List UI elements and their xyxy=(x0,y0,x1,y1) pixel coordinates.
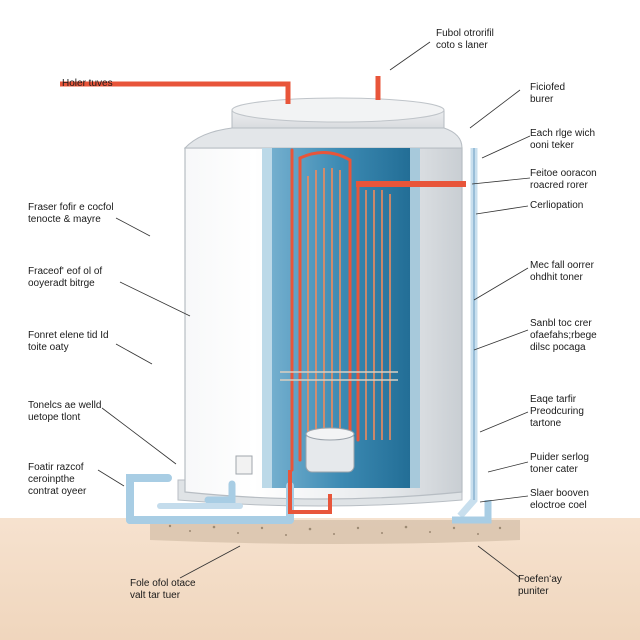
coil-rings xyxy=(280,371,398,381)
core-inner-wall-right xyxy=(410,148,420,488)
hot-water-outlet-pipe xyxy=(60,81,291,104)
bottom-right-pipe xyxy=(452,500,492,524)
hot-drain-pipe xyxy=(288,470,332,514)
lid-shoulder xyxy=(183,127,463,149)
core-inner-wall-left xyxy=(262,148,272,488)
heating-element-cap xyxy=(305,427,355,441)
lid-top xyxy=(231,97,445,123)
inlet-valve xyxy=(235,455,253,475)
heating-coil xyxy=(290,148,360,472)
gravel-dots xyxy=(168,524,502,536)
thin-coil-tubes xyxy=(307,168,391,440)
gravel-bed xyxy=(150,520,520,544)
label-right-4: Cerliopation xyxy=(530,200,584,211)
leader-lines xyxy=(97,41,531,579)
label-top-left: Holer tuves xyxy=(62,78,113,89)
